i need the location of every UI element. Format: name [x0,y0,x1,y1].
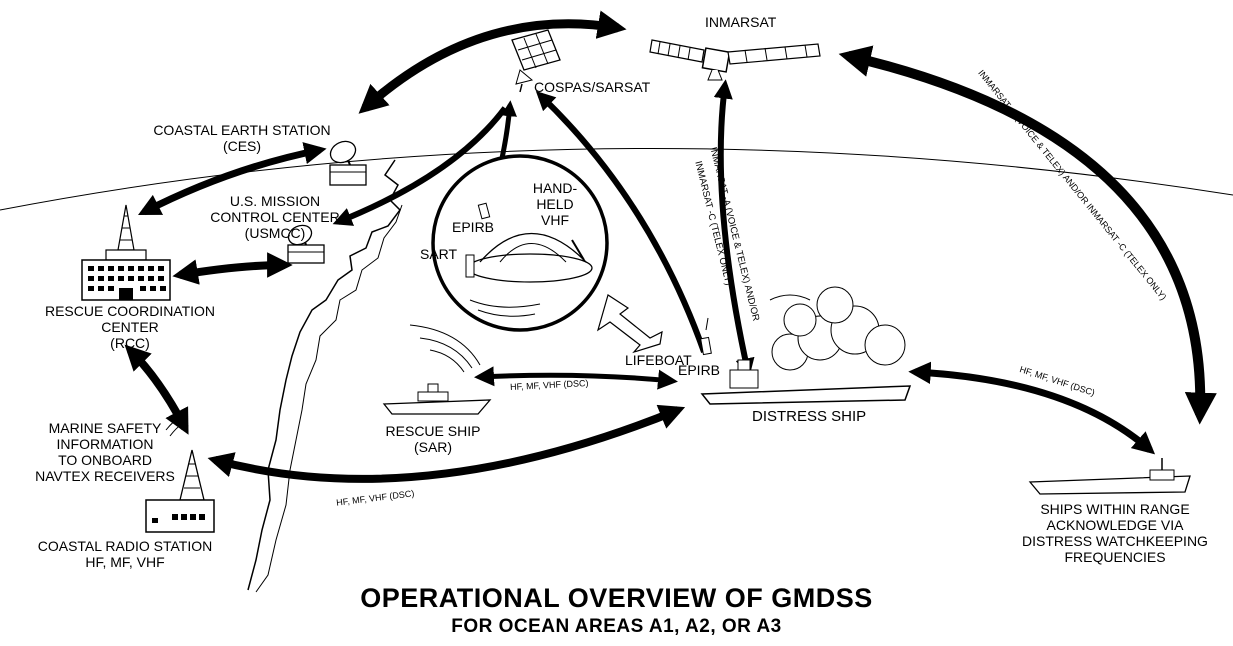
arrow-hollow-lifeboat [596,294,663,354]
arrow-crs-distress [207,404,686,483]
arrow-rescue-distress [474,366,678,390]
rescue-ship-label: RESCUE SHIP (SAR) [378,423,488,455]
rcc-label-line: RESCUE COORDINATION [44,303,216,319]
ships-within-range-icon [1028,458,1191,495]
crs-tower-icon [145,415,215,533]
epirb-inset-label: EPIRB [452,219,495,235]
usmcc-label-line: CONTROL CENTER [210,209,340,225]
msi-label-line: MARINE SAFETY [48,420,162,436]
ces-antenna-icon [329,140,367,186]
ships-label-line: ACKNOWLEDGE VIA [1046,517,1184,533]
rcc-label-line: CENTER [101,319,159,335]
arrow-usmcc-rcc [172,252,293,285]
coastline [247,159,401,591]
epirb-ship-label: EPIRB [678,362,721,378]
msi-label-line: INFORMATION [56,436,154,452]
rcc-label: RESCUE COORDINATION CENTER (RCC) [30,303,230,351]
ships-within-range-label: SHIPS WITHIN RANGE ACKNOWLEDGE VIA DISTR… [1010,501,1220,565]
handheld-label-line: HAND- [532,180,578,196]
crs-label-line: COASTAL RADIO STATION [37,538,213,554]
lifeboat-label: LIFEBOAT [625,352,692,368]
lifeboat-epirb-icon [700,317,712,356]
inmarsat-label: INMARSAT [705,14,777,30]
cospas-satellite-icon [511,29,561,93]
crs-label: COASTAL RADIO STATION HF, MF, VHF [30,538,220,570]
distress-ship-icon [700,286,912,405]
usmcc-label-line: U.S. MISSION [229,193,321,209]
rescue-ship-icon [382,324,492,415]
rcc-building-icon [81,204,171,301]
arrow-ces-inmarsat [358,10,627,114]
handheld-label-line: VHF [541,212,569,228]
usmcc-antenna-icon [287,224,325,264]
arrow-distress-cospas [535,91,707,354]
ces-label: COASTAL EARTH STATION (CES) [142,122,342,154]
arrow-inmarsat-distress [713,79,755,378]
arrow-distress-ships [908,361,1156,455]
ships-label-line: SHIPS WITHIN RANGE [1040,501,1190,517]
ships-label-line: FREQUENCIES [1064,549,1166,565]
arrow-rcc-crs [124,344,189,435]
inmarsat-satellite-icon [649,39,821,81]
distress-ship-label: DISTRESS SHIP [752,408,867,425]
arrow-inmarsat-ships [838,45,1217,425]
usmcc-label: U.S. MISSION CONTROL CENTER (USMCC) [205,193,345,241]
page-subtitle: FOR OCEAN AREAS A1, A2, OR A3 [451,616,782,637]
usmcc-label-line: (USMCC) [244,225,306,241]
msi-label-line: NAVTEX RECEIVERS [35,468,175,484]
arrow-cospas-usmcc [332,106,508,226]
ces-label-line: (CES) [222,138,262,154]
msi-label-line: TO ONBOARD [58,452,152,468]
cospas-label: COSPAS/SARSAT [534,79,651,95]
rescue-ship-label-line: (SAR) [413,439,453,455]
ces-label-line: COASTAL EARTH STATION [153,122,331,138]
handheld-label: HAND- HELD VHF [530,180,580,228]
arrow-ces-usmcc [138,142,327,216]
msi-label: MARINE SAFETY INFORMATION TO ONBOARD NAV… [35,420,175,484]
rescue-ship-label-line: RESCUE SHIP [385,423,481,439]
survival-craft-inset [431,154,609,332]
page-title: OPERATIONAL OVERVIEW OF GMDSS [360,583,873,613]
rcc-label-line: (RCC) [110,335,150,351]
handheld-label-line: HELD [536,196,574,212]
sart-label: SART [420,246,458,262]
crs-label-line: HF, MF, VHF [85,554,165,570]
ships-label-line: DISTRESS WATCHKEEPING [1022,533,1208,549]
